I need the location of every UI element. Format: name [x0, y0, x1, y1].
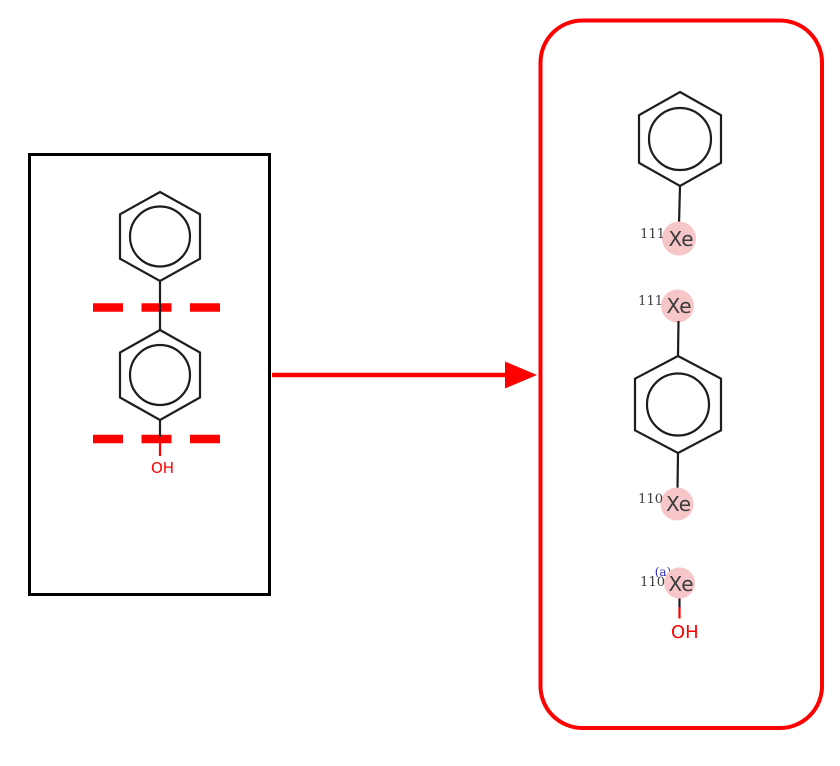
fragment-xe-oh: (a) 110 Xe OH	[640, 565, 699, 643]
isotope-label: 110	[638, 492, 663, 507]
reaction-arrow-head	[505, 361, 537, 389]
xe-highlight-circle	[660, 487, 694, 521]
isotope-label: 111	[638, 294, 663, 309]
benzene-hexagon	[118, 328, 202, 422]
reactant-box-border	[28, 153, 271, 596]
c-xe-bond	[676, 320, 680, 357]
aromatic-circle	[128, 205, 192, 268]
reactant-benzene-bottom	[118, 328, 202, 422]
c-xe-bond	[676, 452, 680, 490]
xe-highlight-circle	[664, 567, 695, 599]
fragment-phenyl-xe: 111 Xe	[637, 90, 723, 256]
xe-highlight-circle	[661, 289, 694, 323]
fragment-xe-phenylene-xe: 111 Xe 110 Xe	[633, 289, 723, 521]
xe-atom-label: Xe	[668, 572, 693, 596]
benzene-hexagon	[637, 90, 723, 188]
benzene-hexagon	[118, 190, 202, 283]
xe-highlight-circle	[662, 221, 696, 256]
c-xe-bond	[677, 185, 682, 225]
xe-atom-label: Xe	[668, 227, 693, 251]
reactant-box: OH	[28, 153, 271, 596]
aromatic-circle	[645, 372, 711, 437]
isotope-label: 110	[640, 575, 665, 590]
reactant-benzene-top	[118, 190, 202, 283]
reaction-arrow	[272, 361, 537, 389]
reactant-hydroxyl-label: OH	[151, 459, 174, 477]
aromatic-circle	[128, 343, 192, 407]
aromatic-circle	[647, 106, 713, 172]
product-hydroxyl-label: OH	[671, 622, 699, 643]
products-panel: 111 Xe 111 Xe 110 Xe (a) 110	[538, 18, 824, 730]
xe-atom-label: Xe	[666, 492, 691, 516]
xe-atom-label: Xe	[666, 294, 691, 318]
products-panel-border	[538, 18, 824, 730]
isotope-label: 111	[640, 227, 665, 242]
